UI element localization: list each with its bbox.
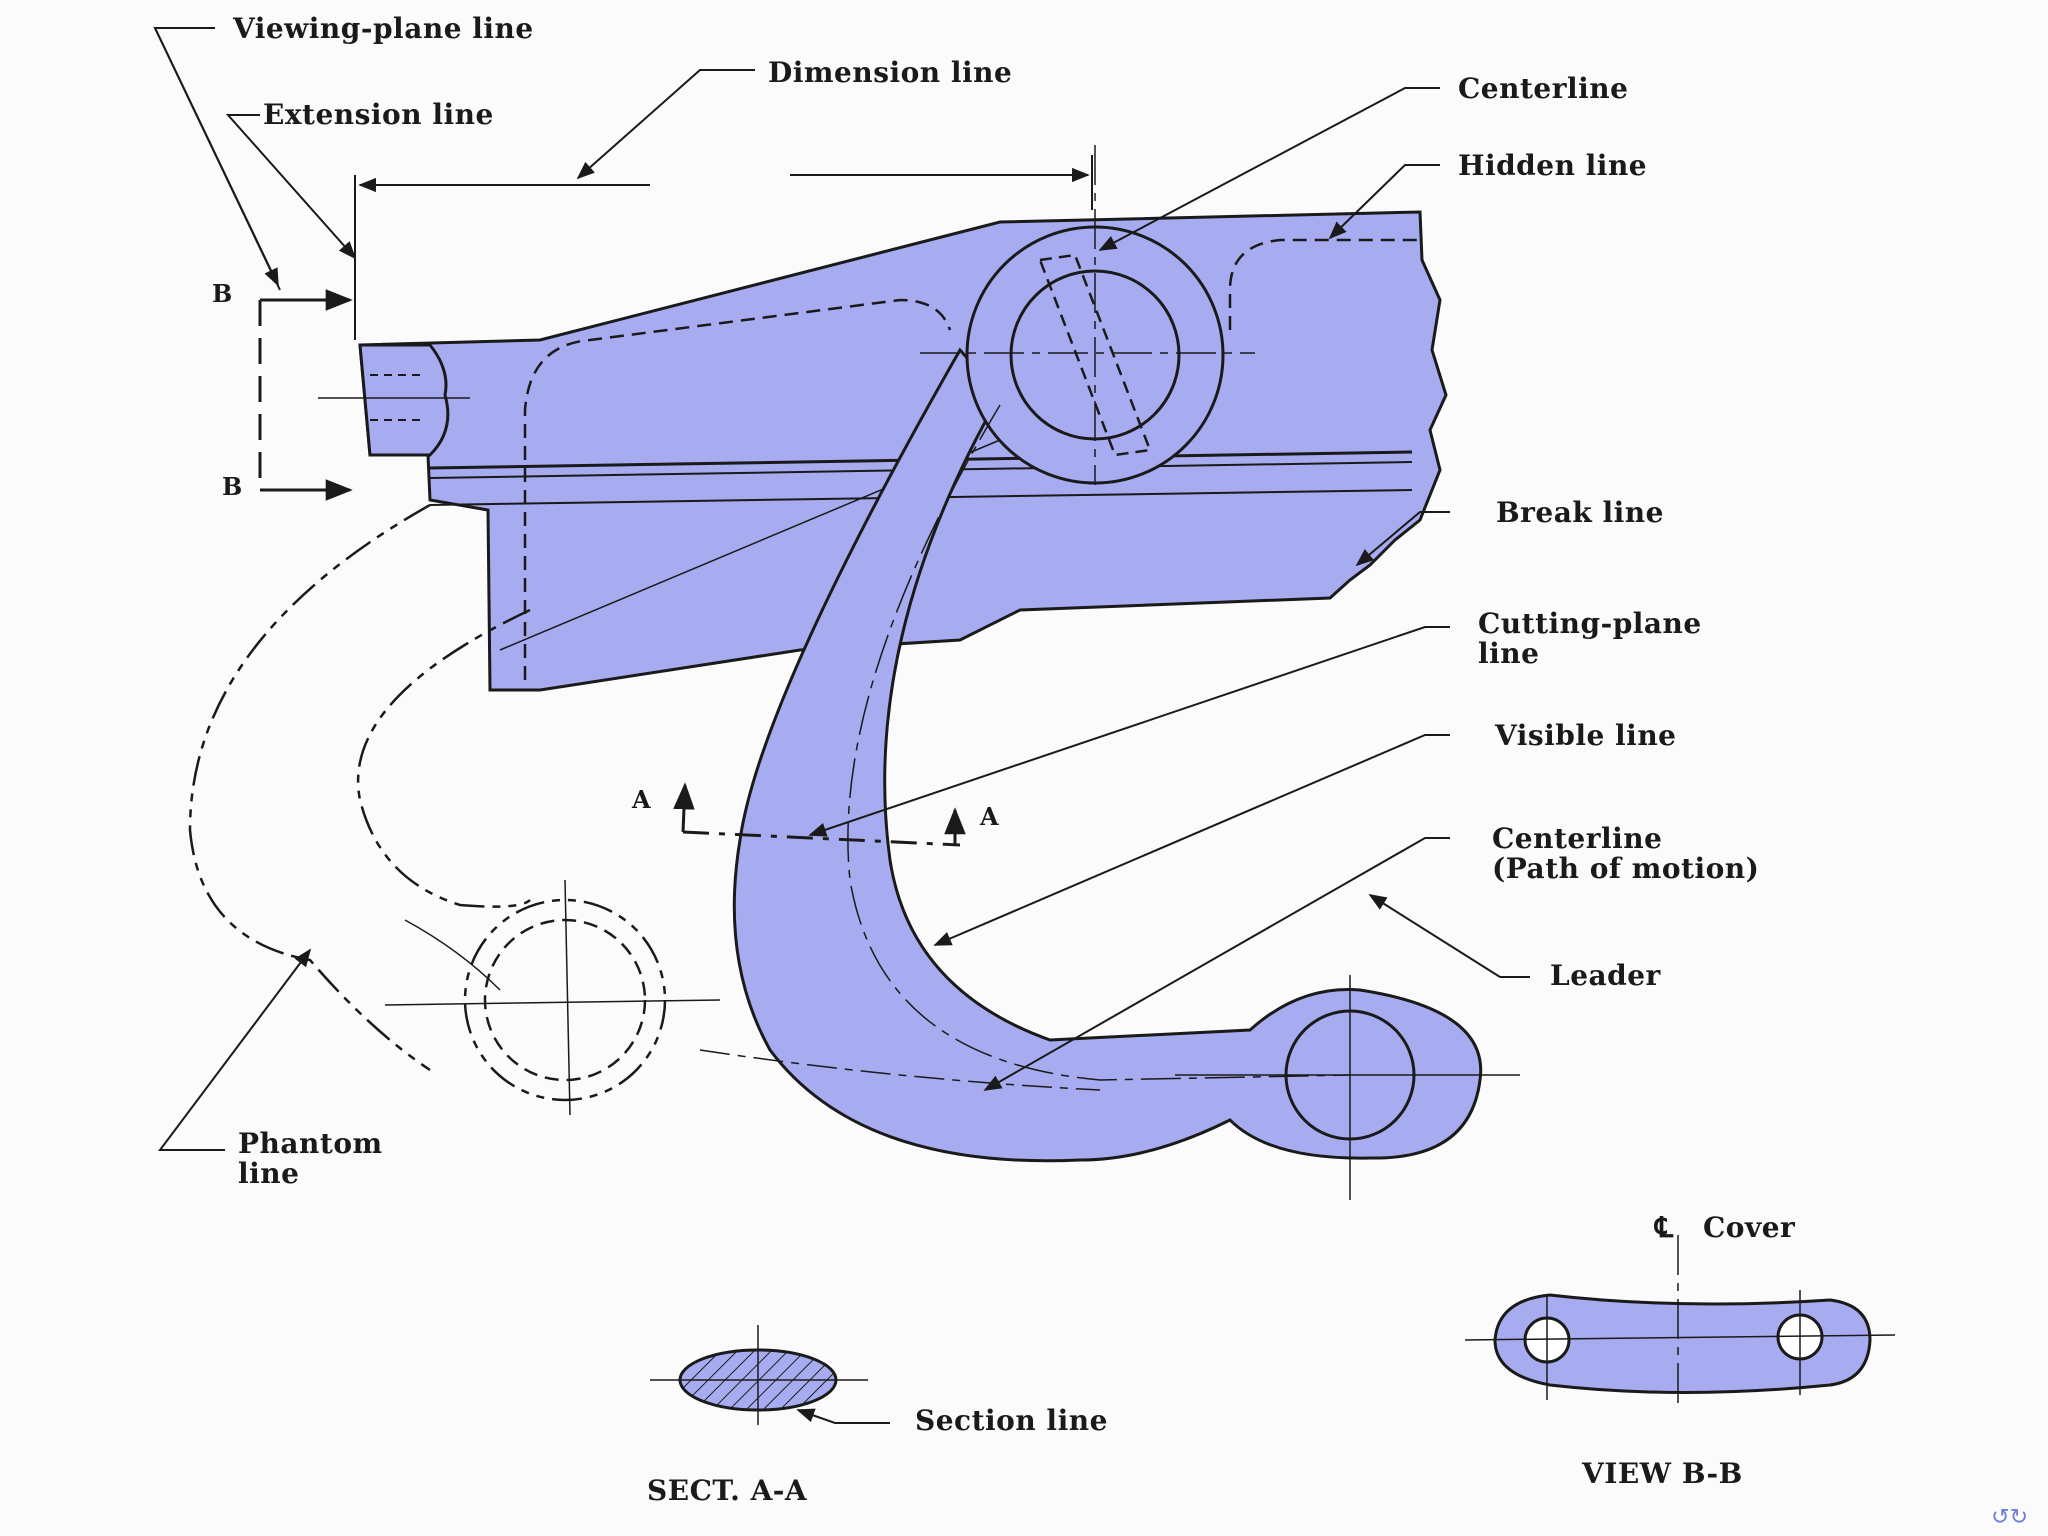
section-aa-view [650, 1325, 868, 1425]
centerline-symbol: ℄ [1653, 1211, 1674, 1244]
nav-back-icon[interactable]: ↺ [1991, 1505, 2010, 1530]
label-cutting-plane-line-2: line [1478, 637, 1539, 670]
section-a-right-label: A [979, 802, 999, 831]
nav-forward-icon[interactable]: ↻ [2009, 1505, 2028, 1530]
label-view-bb: VIEW B-B [1581, 1457, 1743, 1490]
leaders [153, 27, 1530, 1424]
label-dimension-line: Dimension line [768, 56, 1012, 89]
label-viewing-plane-line: Viewing-plane line [232, 12, 534, 45]
label-cover: Cover [1703, 1211, 1796, 1244]
view-bb [1464, 1235, 1896, 1408]
section-a-left-label: A [631, 785, 651, 814]
navigation-icons[interactable]: ↺↻ [1991, 1505, 2028, 1530]
label-cutting-plane-line-1: Cutting-plane [1478, 607, 1702, 640]
label-centerline-top: Centerline [1458, 72, 1628, 105]
viewing-plane-b: B B [212, 279, 353, 501]
cutting-plane-a: A A [631, 782, 999, 847]
label-visible-line: Visible line [1494, 719, 1677, 752]
label-phantom-line-1: Phantom [238, 1127, 383, 1160]
label-leader: Leader [1550, 959, 1662, 992]
label-centerline-motion-1: Centerline [1492, 822, 1662, 855]
label-sect-aa: SECT. A-A [647, 1474, 808, 1507]
label-section-line: Section line [915, 1404, 1108, 1437]
callout-labels: Viewing-plane line Dimension line Extens… [232, 12, 1796, 1507]
label-phantom-line-2: line [238, 1157, 299, 1190]
label-break-line: Break line [1496, 496, 1664, 529]
phantom-position [188, 503, 1101, 1116]
view-b-bottom-label: B [222, 472, 242, 501]
label-hidden-line: Hidden line [1458, 149, 1647, 182]
label-centerline-motion-2: (Path of motion) [1492, 852, 1759, 885]
label-extension-line: Extension line [263, 98, 494, 131]
view-b-top-label: B [212, 279, 232, 308]
lever-arm [732, 145, 1520, 1200]
